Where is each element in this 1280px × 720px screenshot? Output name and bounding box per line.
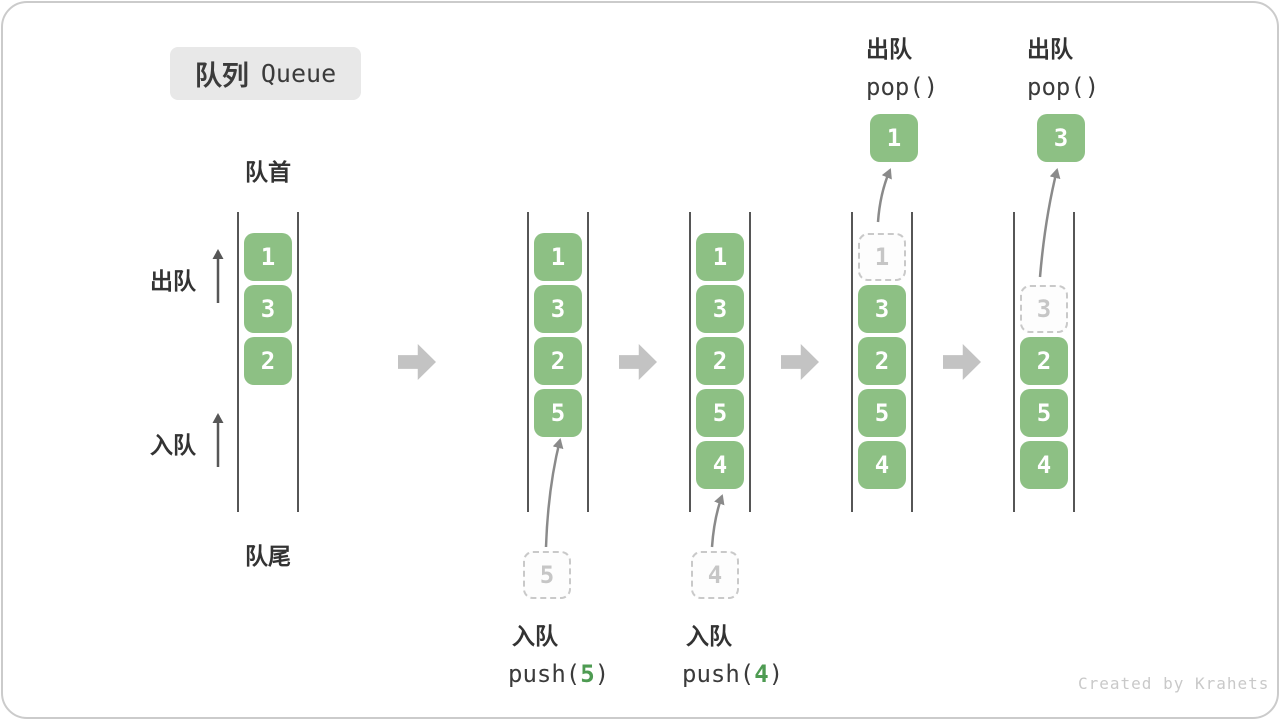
queue-cell: 3 [858,285,906,333]
queue-cell-removed: 1 [858,233,906,281]
title-badge: 队列 Queue [170,47,361,100]
queue-cell: 5 [1020,389,1068,437]
queue-column-1 [237,212,299,512]
popped-cell: 3 [1037,114,1085,162]
op-label-zh: 出队 [866,36,912,62]
queue-cell: 5 [534,389,582,437]
op-label-zh: 入队 [686,623,732,649]
label-queue-front: 队首 [245,159,291,185]
queue-cell: 2 [534,337,582,385]
title-zh: 队列 [194,61,249,91]
pending-enqueue-cell: 5 [523,551,571,599]
label-dequeue-direction: 出队 [150,268,196,294]
queue-cell: 3 [534,285,582,333]
queue-cell: 2 [696,337,744,385]
watermark: Created by Krahets [1078,674,1270,693]
queue-cell: 1 [696,233,744,281]
queue-cell: 2 [858,337,906,385]
queue-cell: 3 [696,285,744,333]
op-label-zh: 出队 [1027,36,1073,62]
label-queue-rear: 队尾 [245,543,291,569]
next-state-arrow [619,344,657,380]
enqueue-op-label: 入队 push(4) [682,617,783,688]
op-code: push(5) [508,660,610,688]
queue-cell: 2 [1020,337,1068,385]
op-code: pop() [866,73,939,101]
dequeue-op-label: 出队 pop() [1027,30,1099,101]
queue-cell: 1 [244,233,292,281]
queue-cell: 4 [858,441,906,489]
op-label-zh: 入队 [512,623,558,649]
queue-column-3 [689,212,751,512]
next-state-arrow [781,344,819,380]
label-enqueue-direction: 入队 [150,432,196,458]
op-code: pop() [1027,73,1100,101]
queue-column-5 [1013,212,1075,512]
queue-cell: 4 [696,441,744,489]
queue-column-4 [851,212,913,512]
op-arg: 4 [754,660,769,688]
queue-cell: 5 [696,389,744,437]
next-state-arrow [398,344,436,380]
op-arg: 5 [580,660,595,688]
queue-cell: 5 [858,389,906,437]
queue-cell: 4 [1020,441,1068,489]
queue-cell-removed: 3 [1020,285,1068,333]
enqueue-op-label: 入队 push(5) [508,617,609,688]
dequeue-op-label: 出队 pop() [866,30,938,101]
queue-cell: 1 [534,233,582,281]
queue-column-2 [527,212,589,512]
next-state-arrow [943,344,981,380]
queue-cell: 2 [244,337,292,385]
queue-cell: 3 [244,285,292,333]
popped-cell: 1 [870,114,918,162]
pending-enqueue-cell: 4 [691,551,739,599]
title-en: Queue [260,59,337,88]
op-code: push(4) [682,660,784,688]
